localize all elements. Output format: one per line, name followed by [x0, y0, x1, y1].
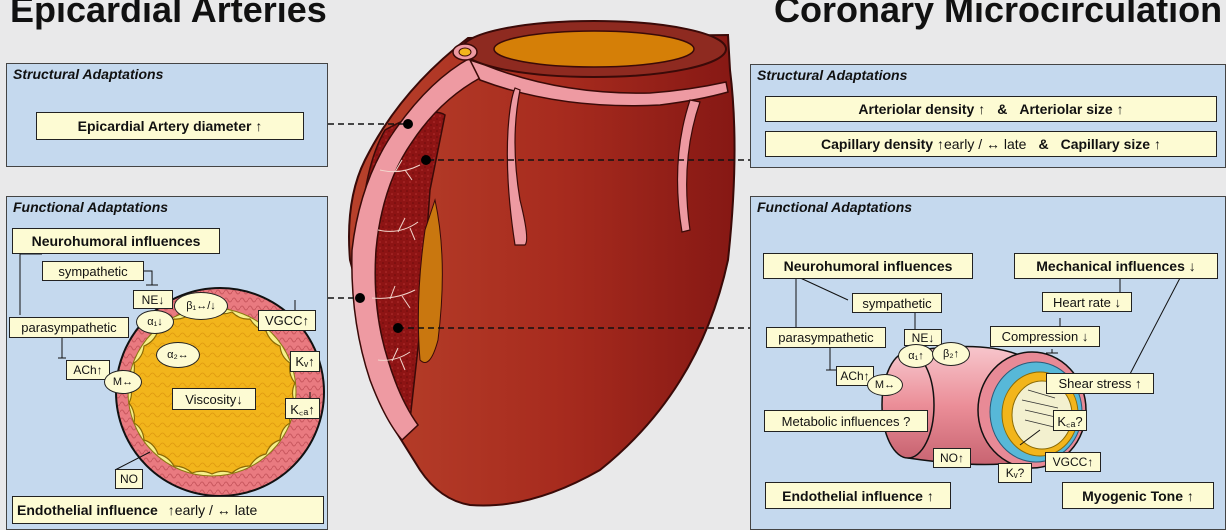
right-vgcc-box: VGCC↑ — [1045, 452, 1101, 472]
right-endothelial-box: Endothelial influence ↑ — [765, 482, 951, 509]
left-parasympathetic-box: parasympathetic — [9, 317, 129, 338]
right-kv-box: Kᵥ? — [998, 463, 1032, 483]
capillary-amp: & — [1038, 136, 1048, 152]
right-m-receptor: M↔ — [867, 374, 903, 396]
right-no-box: NO↑ — [933, 448, 971, 468]
heart-illustration — [349, 21, 735, 506]
left-kv-box: Kᵥ↑ — [290, 351, 320, 372]
right-kca-box: K꜀ₐ? — [1053, 410, 1087, 431]
myogenic-tone-box: Myogenic Tone ↑ — [1062, 482, 1214, 509]
right-parasympathetic-box: parasympathetic — [766, 327, 886, 348]
heart-rate-box: Heart rate ↓ — [1042, 292, 1132, 312]
left-no-box: NO — [115, 469, 143, 489]
left-neurohumoral-box: Neurohumoral influences — [12, 228, 220, 254]
right-sympathetic-box: sympathetic — [852, 293, 942, 313]
capillary-density: Capillary density ↑ — [821, 136, 944, 152]
left-endothelial-label: Endothelial influence — [17, 502, 158, 518]
compression-box: Compression ↓ — [990, 326, 1100, 347]
right-beta2-receptor: β₂↑ — [932, 342, 970, 366]
left-ach-box: ACh↑ — [66, 360, 110, 380]
shear-stress-box: Shear stress ↑ — [1046, 373, 1154, 394]
capillary-box: Capillary density ↑ early / ↔ late & Cap… — [765, 131, 1217, 157]
right-ne-box: NE↓ — [904, 329, 942, 346]
left-endothelial-box: Endothelial influence ↑early / ↔ late — [12, 496, 324, 524]
metabolic-box: Metabolic influences ? — [764, 410, 928, 432]
capillary-size: Capillary size ↑ — [1061, 136, 1161, 152]
right-alpha1-receptor: α₁↑ — [898, 344, 934, 368]
viscosity-box: Viscosity↓ — [172, 388, 256, 410]
left-alpha2-receptor: α₂↔ — [156, 342, 200, 368]
left-sympathetic-box: sympathetic — [42, 261, 144, 281]
left-alpha1-receptor: α₁↓ — [136, 310, 174, 334]
left-vgcc-box: VGCC↑ — [258, 310, 316, 331]
left-endothelial-change: ↑early / ↔ late — [168, 502, 257, 518]
right-neurohumoral-box: Neurohumoral influences — [763, 253, 973, 279]
arteriolar-amp: & — [997, 101, 1007, 117]
left-m-receptor: M↔ — [104, 370, 142, 394]
mechanical-box: Mechanical influences ↓ — [1014, 253, 1218, 279]
capillary-change: early / ↔ late — [944, 136, 1026, 152]
left-beta1-receptor: β₁↔/↓ — [174, 292, 228, 320]
arteriolar-size: Arteriolar size ↑ — [1019, 101, 1123, 117]
left-kca-box: K꜀ₐ↑ — [285, 398, 320, 419]
left-ne-box: NE↓ — [133, 290, 173, 309]
arteriolar-box: Arteriolar density ↑ & Arteriolar size ↑ — [765, 96, 1217, 122]
arteriolar-density: Arteriolar density ↑ — [858, 101, 985, 117]
